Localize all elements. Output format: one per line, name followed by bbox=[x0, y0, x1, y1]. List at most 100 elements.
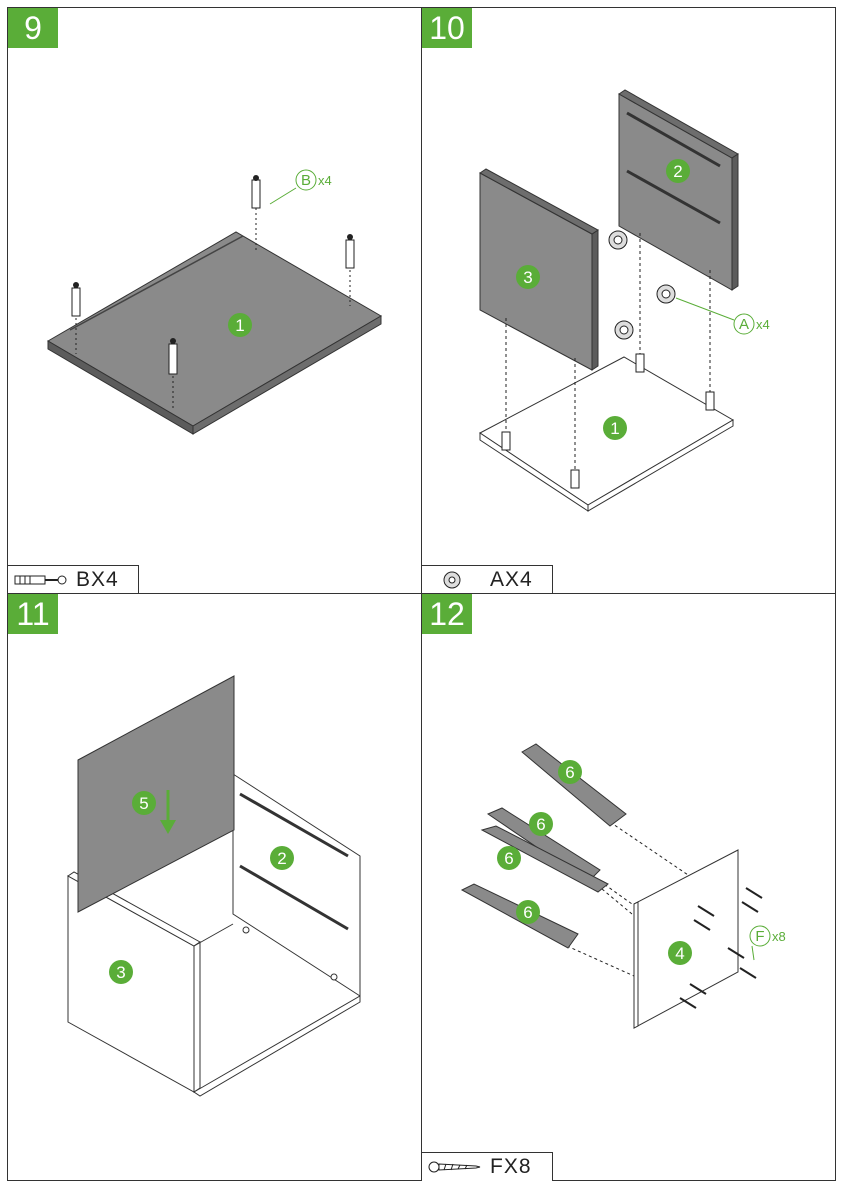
down-arrow-icon bbox=[160, 790, 176, 834]
rail-6-face bbox=[521, 743, 627, 827]
cam-bolt-icon bbox=[251, 175, 261, 209]
cam-lock-icon bbox=[614, 320, 634, 340]
screw-icon bbox=[739, 967, 757, 979]
cam-bolt-icon bbox=[168, 338, 178, 375]
cam-bolt-icon bbox=[71, 282, 81, 317]
callout-qty: x4 bbox=[756, 317, 770, 332]
board-groove bbox=[69, 235, 244, 331]
part-badge bbox=[668, 941, 692, 965]
legend-label: AX4 bbox=[490, 568, 533, 591]
legend-label: BX4 bbox=[76, 568, 119, 591]
panel-3-top-edge bbox=[479, 168, 599, 235]
panel-2-edge bbox=[731, 153, 739, 291]
part-badge bbox=[270, 846, 294, 870]
callout-letter: A bbox=[739, 316, 749, 333]
part-number: 1 bbox=[235, 316, 244, 335]
cam-lock-icon bbox=[656, 284, 676, 304]
board-1-side-edge bbox=[192, 315, 382, 435]
panel-3-edge bbox=[193, 941, 201, 1093]
step-12-panel: 6 6 6 6 4 F x8 12 FX8 bbox=[422, 594, 835, 1181]
step-number: 10 bbox=[422, 8, 472, 48]
hardware-legend: BX4 bbox=[8, 565, 139, 593]
step-11-illustration: 5 2 3 bbox=[67, 675, 361, 1097]
step-10-illustration: 2 3 1 A x4 bbox=[479, 89, 770, 512]
step-10-panel: 2 3 1 A x4 10 AX4 bbox=[422, 8, 835, 593]
screw-icon bbox=[745, 887, 763, 899]
panel-3-edge bbox=[591, 229, 599, 371]
part-number: 2 bbox=[673, 162, 682, 181]
part-number: 3 bbox=[116, 963, 125, 982]
hole bbox=[242, 926, 250, 934]
rail-6-face bbox=[480, 825, 609, 893]
drawer-runner bbox=[239, 864, 349, 931]
callout-qty: x8 bbox=[772, 929, 786, 944]
screw-icon bbox=[727, 947, 745, 959]
part-badge bbox=[132, 791, 156, 815]
part-number: 3 bbox=[523, 268, 532, 287]
callout-leader bbox=[269, 187, 297, 205]
part-number: 2 bbox=[277, 849, 286, 868]
screw-icon bbox=[693, 919, 711, 931]
screw-icon bbox=[428, 1161, 481, 1173]
cam-lock-icon bbox=[608, 230, 628, 250]
step-11-panel: 5 2 3 11 bbox=[8, 594, 421, 1181]
part-number: 4 bbox=[675, 944, 684, 963]
drawer-runner bbox=[239, 792, 349, 858]
cam-bolt-icon bbox=[570, 469, 580, 489]
board-1-side-edge bbox=[587, 419, 734, 512]
part-badge bbox=[228, 313, 252, 337]
panel-2-face bbox=[232, 773, 361, 997]
hardware-legend: AX4 bbox=[422, 565, 553, 593]
callout-circle bbox=[733, 313, 755, 335]
part-number: 6 bbox=[504, 849, 513, 868]
legend-label: FX8 bbox=[490, 1155, 532, 1178]
cam-lock-icon bbox=[443, 571, 461, 589]
part-badge bbox=[666, 159, 690, 183]
screw-icon bbox=[679, 997, 697, 1009]
part-badge bbox=[603, 416, 627, 440]
guide-line bbox=[609, 821, 723, 899]
step-9-illustration: 1 B x4 bbox=[47, 169, 382, 435]
part-badge bbox=[516, 900, 540, 924]
callout-letter: B bbox=[301, 172, 311, 189]
cam-bolt-icon bbox=[14, 575, 67, 585]
step-number: 9 bbox=[8, 8, 58, 48]
step-9-panel: 1 B x4 9 BX4 bbox=[8, 8, 421, 593]
part-badge bbox=[109, 960, 133, 984]
callout-qty: x4 bbox=[318, 173, 332, 188]
base-edge bbox=[193, 995, 361, 1097]
callout-leader bbox=[751, 945, 755, 961]
callout-leader bbox=[675, 297, 735, 321]
part-badge bbox=[516, 265, 540, 289]
step-12-illustration: 6 6 6 6 4 F x8 bbox=[460, 743, 786, 1029]
step-number: 11 bbox=[8, 594, 58, 634]
panel-4-edge bbox=[633, 901, 639, 1029]
cam-bolt-icon bbox=[501, 431, 511, 451]
guide-line bbox=[601, 888, 633, 915]
part-number: 5 bbox=[139, 794, 148, 813]
hardware-legend: FX8 bbox=[422, 1152, 553, 1181]
cam-bolt-icon bbox=[345, 234, 355, 269]
back-edge bbox=[193, 923, 234, 947]
callout-letter: F bbox=[755, 928, 764, 945]
cam-bolt-icon bbox=[635, 353, 645, 373]
divider-vertical bbox=[421, 7, 422, 1181]
drawer-runner bbox=[626, 169, 721, 225]
part-badge bbox=[529, 812, 553, 836]
board-1-top bbox=[47, 231, 382, 427]
guide-line bbox=[566, 945, 635, 977]
screw-icon bbox=[689, 983, 707, 995]
callout-circle bbox=[749, 925, 771, 947]
hole bbox=[330, 973, 338, 981]
part-badge bbox=[497, 846, 521, 870]
screw-icon bbox=[697, 905, 715, 917]
step-number: 12 bbox=[422, 594, 472, 634]
part-number: 1 bbox=[610, 419, 619, 438]
screw-icon bbox=[741, 901, 759, 913]
part-number: 6 bbox=[523, 903, 532, 922]
callout-circle bbox=[295, 169, 317, 191]
part-number: 6 bbox=[565, 763, 574, 782]
part-number: 6 bbox=[536, 815, 545, 834]
cam-bolt-icon bbox=[705, 391, 715, 411]
divider-horizontal bbox=[7, 593, 836, 594]
